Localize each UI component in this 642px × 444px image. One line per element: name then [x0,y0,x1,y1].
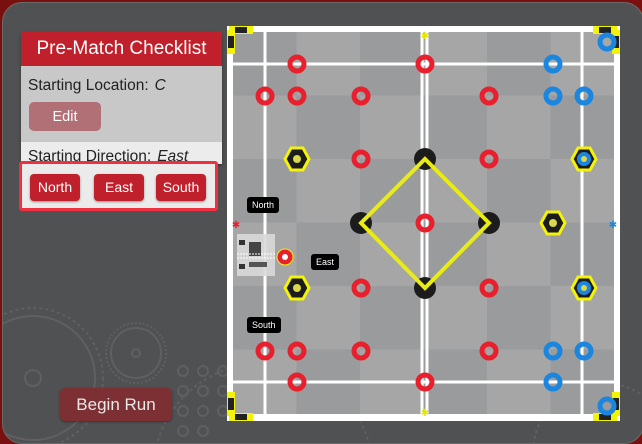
star-marker-red: ✱ [232,220,240,231]
starting-location-value: C [154,77,166,94]
starting-location-label: Starting Location: [28,77,149,94]
star-marker-bottom: ✱ [421,408,429,419]
starting-direction-label: Starting Direction: [28,148,152,164]
star-marker-blue: ✱ [609,220,617,231]
starting-direction-row: Starting Direction: East [28,148,188,164]
center-goal-diamond [350,148,500,299]
field-lines [233,32,614,414]
pre-match-checklist-panel: Pre-Match Checklist Starting Location: C … [21,32,222,164]
starting-location-row: Starting Location: C [28,77,166,95]
game-field[interactable]: ✱ ✱ ✱ ✱ [227,26,620,421]
starting-direction-value: East [157,148,189,164]
north-direction-tag[interactable]: North [247,197,280,213]
direction-options-group: North East South [19,161,218,211]
east-direction-tag[interactable]: East [311,254,340,270]
direction-south-button[interactable]: South [156,174,206,201]
edit-location-button[interactable]: Edit [29,102,101,131]
hex-goals [283,146,598,301]
starting-location-section: Starting Location: C Edit [21,66,222,142]
direction-north-button[interactable]: North [30,174,80,201]
field-map: ✱ ✱ ✱ ✱ [227,26,620,421]
star-marker-top: ✱ [421,31,429,42]
robot [237,234,294,276]
direction-east-button[interactable]: East [94,174,144,201]
checklist-title: Pre-Match Checklist [21,32,222,66]
starting-direction-section: Starting Direction: East [21,142,222,164]
begin-run-button[interactable]: Begin Run [60,388,172,421]
south-direction-tag[interactable]: South [247,317,281,333]
